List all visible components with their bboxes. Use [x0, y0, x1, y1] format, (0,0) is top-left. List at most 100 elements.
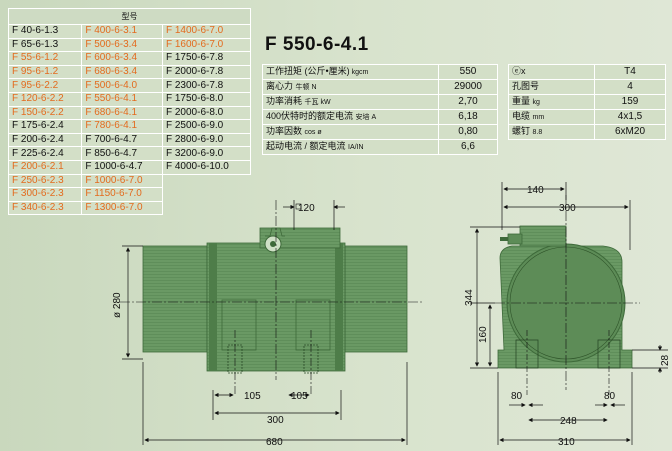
dim-80-b: 80	[604, 391, 616, 402]
model-cell: F 200-6-2.1	[7, 159, 83, 175]
model-cell: F 2300-6-7.8	[161, 78, 252, 93]
end-view-dimensions	[470, 182, 668, 445]
spec-unit: IA/IN	[348, 144, 364, 151]
model-cell: F 700-6-4.7	[81, 132, 163, 148]
spec-row: 功率消耗 千瓦 kW 2,70	[262, 94, 498, 110]
model-cell: F 3200-6-9.0	[161, 146, 252, 161]
dim-300: 300	[267, 415, 284, 426]
dim-105-a: 105	[244, 391, 261, 402]
model-cell: F 680-6-4.1	[81, 105, 163, 121]
model-cell: F 55-6-1.2	[7, 51, 83, 66]
dim-105-b: 105	[291, 391, 308, 402]
model-cell: F 225-6-2.4	[7, 146, 83, 161]
spec-unit: kgcm	[349, 69, 369, 76]
spec-unit: 牛顿 N	[295, 84, 317, 91]
dim-120: 120	[298, 203, 315, 214]
dim-80-a: 80	[511, 391, 523, 402]
spec-label: 起动电流 / 额定电流 IA/IN	[262, 139, 439, 155]
product-title: F 550-6-4.1	[265, 34, 369, 55]
spec2-unit: 8.8	[532, 129, 543, 136]
spec2-label: 螺钉 8.8	[508, 124, 595, 140]
model-cell: F 600-6-3.4	[81, 51, 163, 66]
spec-label: 功率因数 cos ø	[262, 124, 439, 140]
spec2-label-text: 电缆	[512, 111, 533, 121]
spec-unit: 安培 A	[355, 114, 377, 121]
model-cell: F 340-6-2.3	[7, 200, 83, 216]
spec-unit: 千瓦 kW	[304, 99, 331, 106]
dim-140: 140	[527, 185, 544, 196]
spec2-value: 6xM20	[594, 124, 666, 140]
spec-label-text: 功率消耗	[266, 96, 305, 106]
spec-label: 400伏特时的额定电流 安培 A	[262, 109, 439, 125]
spec-label-text: 工作扭矩 (公斤•厘米)	[266, 66, 350, 76]
spec2-label-text: ⓔx	[512, 66, 526, 76]
dim-680: 680	[266, 437, 283, 448]
model-cell: F 1600-6-7.0	[161, 37, 252, 53]
model-cell: F 2000-6-7.8	[161, 64, 252, 80]
model-cell: F 120-6-2.2	[7, 91, 83, 107]
spec-value: 29000	[438, 79, 498, 95]
spec-value: 2,70	[438, 94, 498, 110]
model-table-header: 型号	[8, 8, 251, 25]
spec-value: 6,6	[438, 139, 498, 155]
dim-160: 160	[478, 326, 489, 343]
model-cell: F 40-6-1.3	[7, 24, 83, 39]
model-cell: F 1300-6-7.0	[81, 200, 163, 216]
model-cell: F 95-6-2.2	[7, 78, 83, 93]
spec2-label: 重量 kg	[508, 94, 595, 110]
model-cell: F 780-6-4.1	[81, 119, 163, 134]
spec-unit: cos ø	[304, 129, 322, 136]
model-cell: F 400-6-3.1	[81, 24, 163, 39]
model-cell: F 2500-6-9.0	[161, 119, 252, 134]
side-view-dimensions	[122, 200, 408, 445]
model-cell: F 500-6-4.0	[81, 78, 163, 93]
dim-28: 28	[660, 354, 671, 366]
dim-248: 248	[560, 416, 577, 427]
spec2-label-text: 重量	[512, 96, 533, 106]
model-cell: F 4000-6-10.0	[161, 159, 252, 175]
model-cell: F 850-6-4.7	[81, 146, 163, 161]
model-cell: F 65-6-1.3	[7, 37, 83, 53]
dim-344: 344	[464, 289, 475, 306]
spec2-unit: kg	[532, 99, 540, 106]
side-view-motor	[120, 200, 422, 395]
spec2-value: 159	[594, 94, 666, 110]
spec-label-text: 起动电流 / 额定电流	[266, 141, 349, 151]
end-view-motor	[495, 195, 640, 395]
spec-label-text: 400伏特时的额定电流	[266, 111, 356, 121]
spec-label: 工作扭矩 (公斤•厘米) kgcm	[262, 64, 439, 80]
model-cell: F 200-6-2.4	[7, 132, 83, 148]
model-cell: F 2000-6-8.0	[161, 105, 252, 121]
model-cell: F 95-6-1.2	[7, 64, 83, 80]
spec2-unit: mm	[532, 114, 545, 121]
dim-310: 310	[558, 437, 575, 448]
spec2-label: 孔图号	[508, 79, 595, 95]
spec-label-text: 功率因数	[266, 126, 305, 136]
model-cell: F 175-6-2.4	[7, 119, 83, 134]
spec-label: 离心力 牛顿 N	[262, 79, 439, 95]
dim-280: ø 280	[112, 292, 123, 318]
spec-label-text: 离心力	[266, 81, 296, 91]
dim-300-end: 300	[559, 203, 576, 214]
